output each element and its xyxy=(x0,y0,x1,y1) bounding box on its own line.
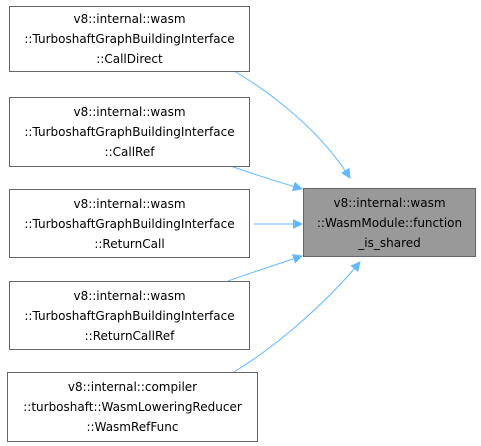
caller-node-callref[interactable]: v8::internal::wasm ::TurboshaftGraphBuil… xyxy=(9,97,250,167)
node-label-line: ::ReturnCallRef xyxy=(84,328,175,343)
caller-node-wasmreffunc[interactable]: v8::internal::compiler ::turboshaft::Was… xyxy=(7,372,258,442)
node-label-line: ::CallDirect xyxy=(96,52,163,66)
node-label-line: ::TurboshaftGraphBuildingInterface xyxy=(24,32,235,46)
node-label-line: ::CallRef xyxy=(104,145,155,159)
node-label-line: ::TurboshaftGraphBuildingInterface xyxy=(24,308,235,323)
node-label-line: ::TurboshaftGraphBuildingInterface xyxy=(24,216,235,231)
caller-node-calldirect[interactable]: v8::internal::wasm ::TurboshaftGraphBuil… xyxy=(9,6,250,72)
node-label-line: ::TurboshaftGraphBuildingInterface xyxy=(24,125,235,139)
node-label-line: v8::internal::wasm xyxy=(73,105,186,119)
node-label-line: v8::internal::wasm xyxy=(73,12,186,26)
edge-returncallref xyxy=(227,254,303,282)
node-label-line: ::WasmModule::function xyxy=(316,215,463,230)
edge-wasmreffunc xyxy=(233,261,361,373)
node-label-line: ::WasmRefFunc xyxy=(86,420,179,434)
node-label-line: v8::internal::wasm xyxy=(73,288,186,303)
edge-callref xyxy=(227,164,303,192)
node-label-line: _is_shared xyxy=(358,235,421,250)
caller-node-returncallref[interactable]: v8::internal::wasm ::TurboshaftGraphBuil… xyxy=(9,281,250,350)
caller-node-returncall[interactable]: v8::internal::wasm ::TurboshaftGraphBuil… xyxy=(9,189,250,258)
target-node-function-is-shared[interactable]: v8::internal::wasm ::WasmModule::functio… xyxy=(303,188,476,257)
node-label-line: v8::internal::compiler xyxy=(67,380,198,394)
node-label-line: v8::internal::wasm xyxy=(333,195,446,210)
node-label-line: ::turboshaft::WasmLoweringReducer xyxy=(23,400,242,414)
node-label-line: v8::internal::wasm xyxy=(73,196,186,211)
edge-calldirect xyxy=(233,70,351,179)
node-label-line: ::ReturnCall xyxy=(94,236,165,251)
